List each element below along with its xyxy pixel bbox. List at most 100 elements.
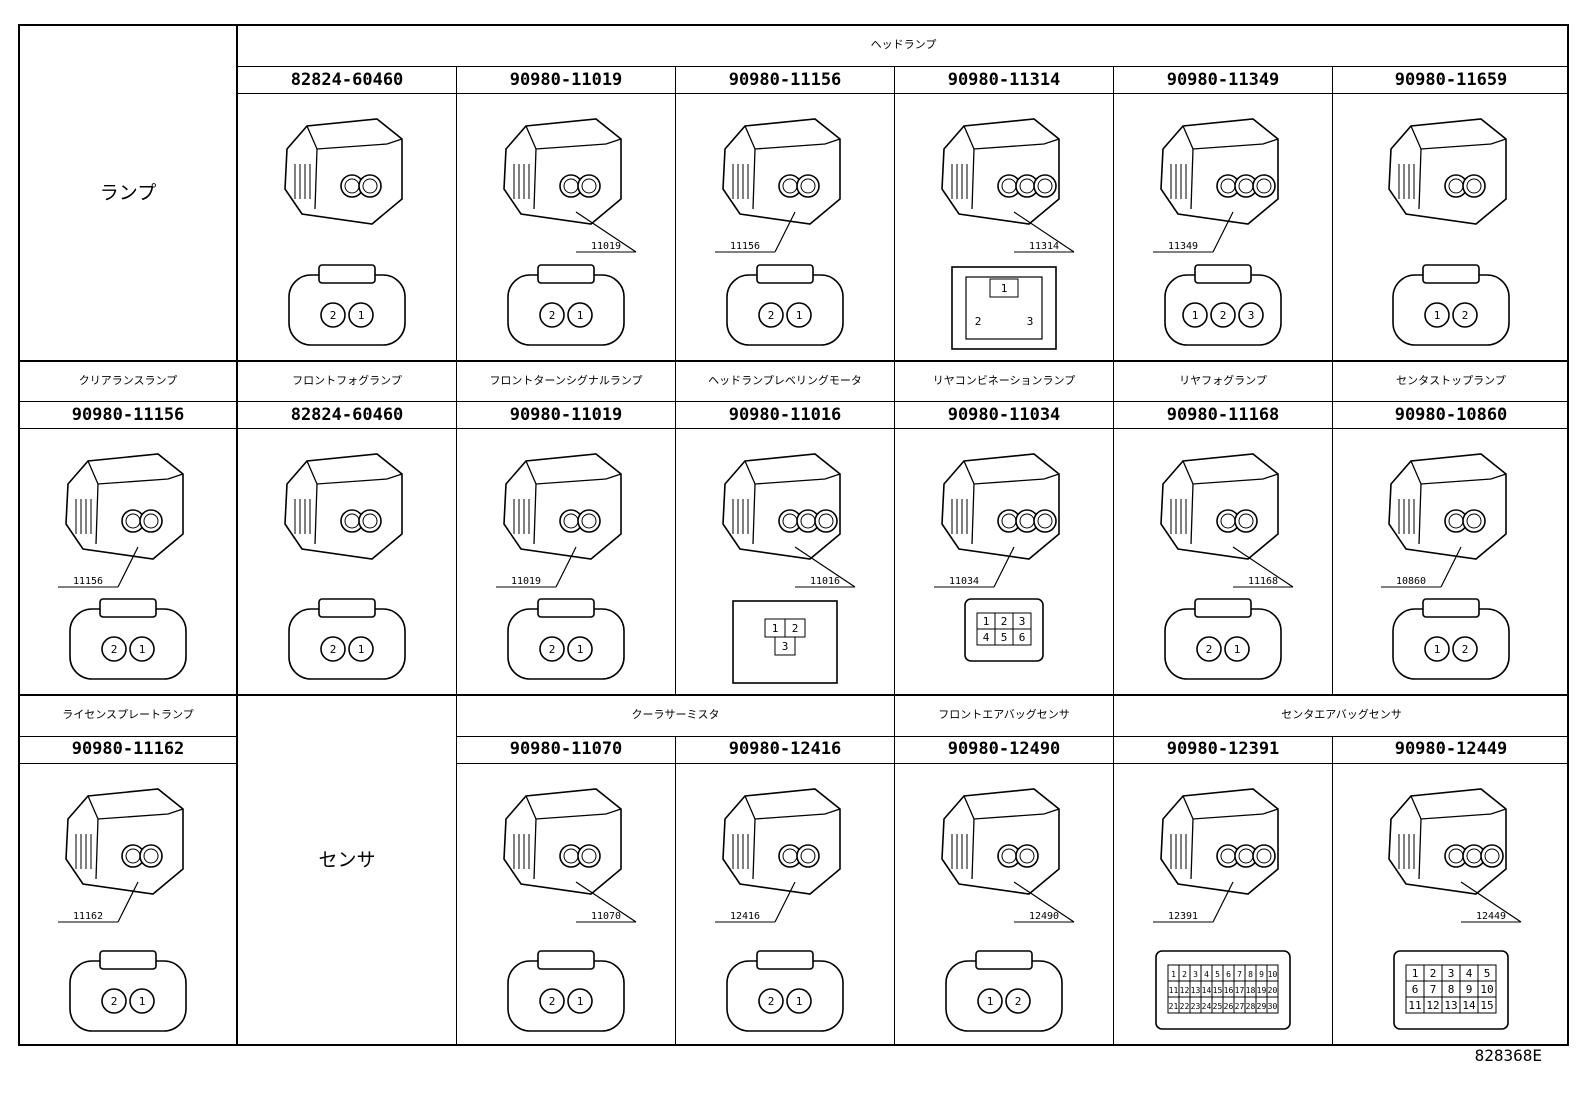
part-number: 90980-11349 xyxy=(1166,70,1280,90)
part-number: 90980-11070 xyxy=(509,739,623,759)
grid-line xyxy=(236,66,1569,67)
grid-line xyxy=(456,694,457,1046)
part-number: 90980-12391 xyxy=(1166,739,1280,759)
pin-number: 6 xyxy=(1412,983,1419,996)
part-number: 90980-11168 xyxy=(1166,405,1280,425)
grid-line xyxy=(894,694,895,1046)
column-header: フロントフォグランプ xyxy=(292,374,402,387)
pin-number: 18 xyxy=(1246,986,1256,995)
grid-line xyxy=(1113,694,1114,1046)
pin-number: 4 xyxy=(983,631,990,644)
callout-label: 11019 xyxy=(511,576,541,587)
connector-body xyxy=(1388,788,1507,895)
pin-number: 5 xyxy=(1215,970,1220,979)
connector-body xyxy=(941,453,1060,560)
part-number: 90980-11156 xyxy=(71,405,185,425)
part-number: 90980-12490 xyxy=(947,739,1061,759)
connector-body xyxy=(503,453,622,560)
pin-number: 1 xyxy=(1434,309,1441,322)
pin-number: 12 xyxy=(1426,999,1439,1012)
column-header: フロントターンシグナルランプ xyxy=(489,374,643,387)
callout-label: 11156 xyxy=(730,241,760,252)
grid-line xyxy=(675,360,676,695)
part-number: 90980-11659 xyxy=(1394,70,1508,90)
pin-number: 10 xyxy=(1480,983,1493,996)
part-number: 90980-12416 xyxy=(728,739,842,759)
pin-number: 3 xyxy=(1448,967,1455,980)
pin-number: 7 xyxy=(1430,983,1437,996)
pin-number: 13 xyxy=(1191,986,1201,995)
callout-label: 11034 xyxy=(949,576,979,587)
grid-line xyxy=(456,763,1569,764)
pin-number: 1 xyxy=(1234,643,1241,656)
pin-number: 4 xyxy=(1466,967,1473,980)
pin-number: 1 xyxy=(139,995,146,1008)
pin-number: 3 xyxy=(782,640,789,653)
pin-number: 20 xyxy=(1268,986,1278,995)
pin-number: 15 xyxy=(1213,986,1223,995)
pin-number: 3 xyxy=(1019,615,1026,628)
pin-number: 22 xyxy=(1180,1002,1190,1011)
grid-line xyxy=(456,66,457,361)
pin-number: 1 xyxy=(358,643,365,656)
callout-label: 12449 xyxy=(1476,911,1506,922)
part-number: 90980-11162 xyxy=(71,739,185,759)
pin-number: 2 xyxy=(330,643,337,656)
column-header: センタエアバッグセンサ xyxy=(1281,708,1402,721)
part-number: 90980-11019 xyxy=(509,70,623,90)
pin-number: 19 xyxy=(1257,986,1267,995)
connector-body xyxy=(1160,453,1279,560)
callout-label: 11162 xyxy=(73,911,103,922)
pin-number: 1 xyxy=(983,615,990,628)
callout-label: 10860 xyxy=(1396,576,1426,587)
pin-number: 3 xyxy=(1248,309,1255,322)
grid-line xyxy=(20,428,1569,429)
connector-body xyxy=(941,788,1060,895)
pin-number: 29 xyxy=(1257,1002,1267,1011)
grid-line xyxy=(675,736,676,1046)
part-number: 90980-11156 xyxy=(728,70,842,90)
pin-number: 1 xyxy=(772,622,779,635)
connector-body xyxy=(1160,788,1279,895)
grid-line xyxy=(236,93,1569,94)
pin-number: 2 xyxy=(549,995,556,1008)
column-header: クーラサーミスタ xyxy=(631,708,720,721)
grid-line xyxy=(20,694,1569,696)
grid-line xyxy=(236,26,238,1046)
pin-number: 5 xyxy=(1001,631,1008,644)
pin-number: 5 xyxy=(1484,967,1491,980)
column-header: クリアランスランプ xyxy=(78,374,178,387)
connector-body xyxy=(722,118,841,225)
column-header: フロントエアバッグセンサ xyxy=(938,708,1070,721)
callout-label: 12391 xyxy=(1168,911,1198,922)
pin-number: 1 xyxy=(577,309,584,322)
connector-body xyxy=(722,788,841,895)
pin-number: 11 xyxy=(1408,999,1421,1012)
pin-number: 1 xyxy=(796,309,803,322)
connector-body xyxy=(65,788,184,895)
part-number: 82824-60460 xyxy=(290,405,404,425)
part-number: 90980-11034 xyxy=(947,405,1061,425)
pin-number: 27 xyxy=(1235,1002,1245,1011)
callout-label: 12416 xyxy=(730,911,760,922)
pin-number: 25 xyxy=(1213,1002,1223,1011)
callout-label: 11019 xyxy=(591,241,621,252)
pin-number: 21 xyxy=(1169,1002,1179,1011)
part-number: 90980-11314 xyxy=(947,70,1061,90)
